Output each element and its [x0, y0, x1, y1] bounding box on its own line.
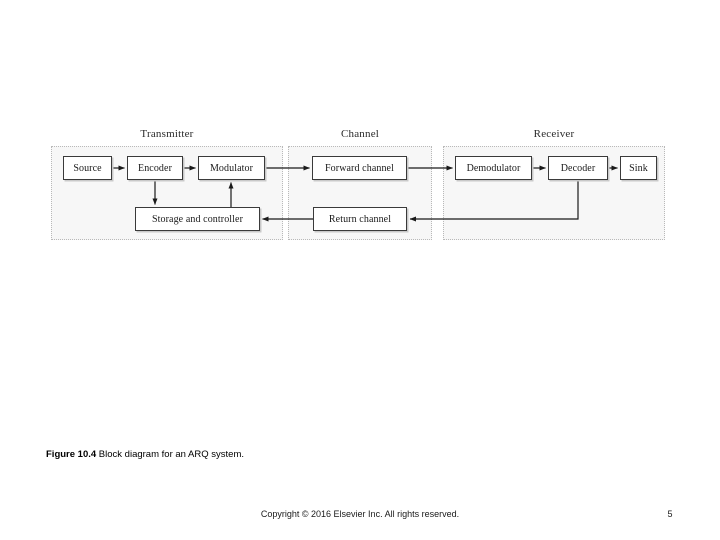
figure-block-diagram: Transmitter Channel Receiver: [45, 120, 675, 250]
node-forward-channel[interactable]: Forward channel: [312, 156, 407, 180]
group-label-channel: Channel: [340, 128, 380, 140]
footer-page-number: 5: [667, 509, 673, 519]
node-demodulator[interactable]: Demodulator: [455, 156, 532, 180]
node-source[interactable]: Source: [63, 156, 112, 180]
node-modulator[interactable]: Modulator: [198, 156, 265, 180]
figure-caption-text: Block diagram for an ARQ system.: [96, 449, 245, 460]
node-return-channel[interactable]: Return channel: [313, 207, 407, 231]
node-decoder[interactable]: Decoder: [548, 156, 608, 180]
node-storage-and-controller[interactable]: Storage and controller: [135, 207, 260, 231]
node-sink[interactable]: Sink: [620, 156, 657, 180]
group-label-transmitter: Transmitter: [140, 128, 194, 140]
group-label-receiver: Receiver: [533, 128, 575, 140]
figure-caption: Figure 10.4 Block diagram for an ARQ sys…: [46, 449, 244, 460]
footer-copyright: Copyright © 2016 Elsevier Inc. All right…: [260, 509, 460, 519]
figure-caption-number: Figure 10.4: [46, 449, 97, 460]
wire-decoder-to-return-channel: [409, 180, 579, 222]
diagram-connectors: [112, 165, 618, 222]
node-encoder[interactable]: Encoder: [127, 156, 183, 180]
